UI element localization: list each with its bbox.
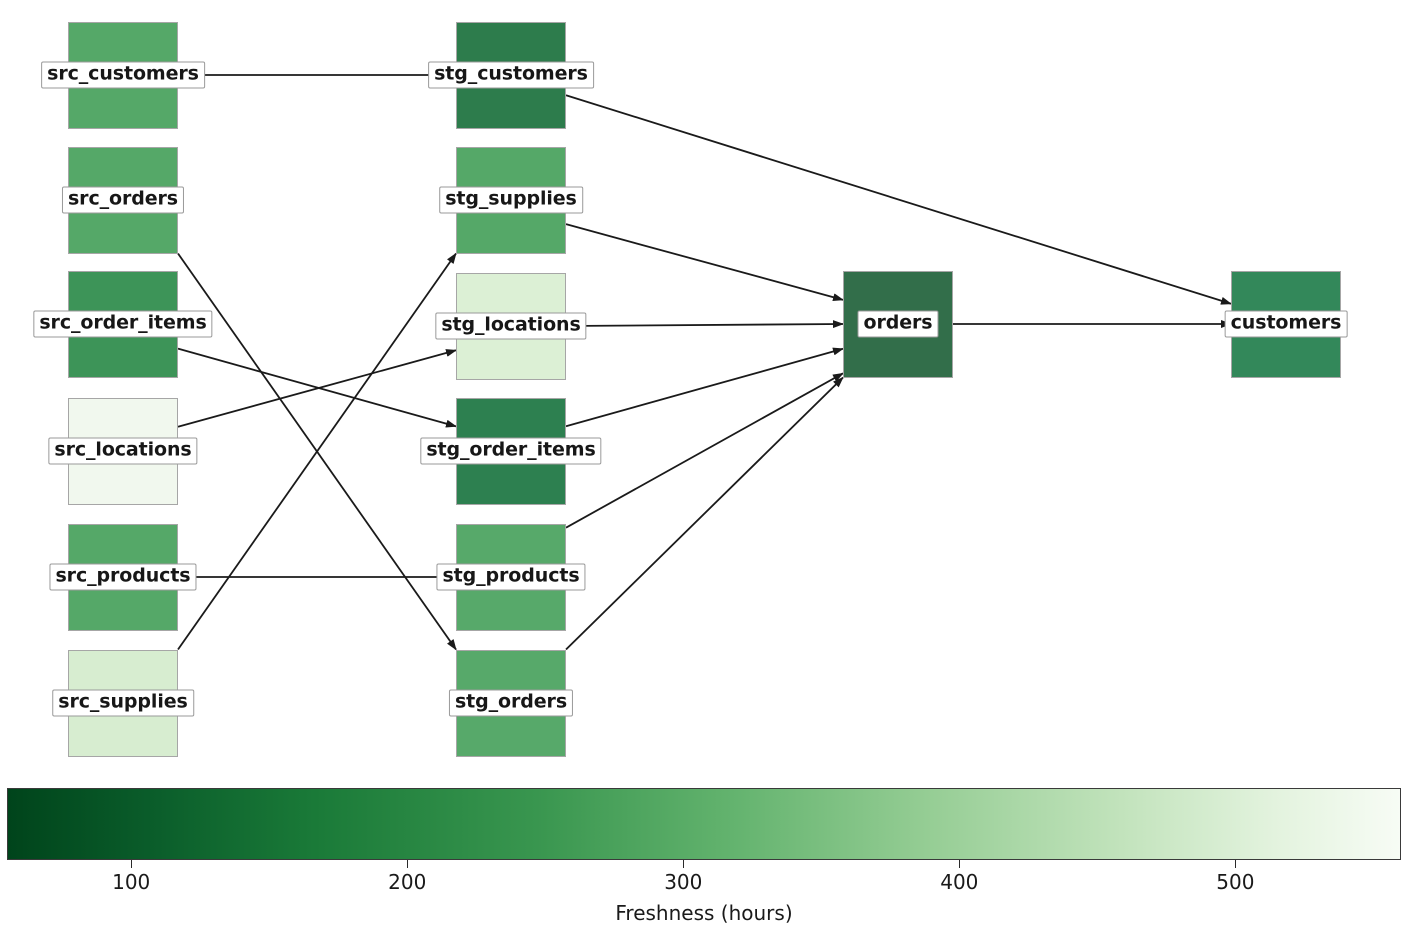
colorbar-tick-label: 400 — [940, 870, 979, 894]
edge-stg_supplies-to-orders — [565, 223, 844, 302]
node-label-orders[interactable]: orders — [857, 310, 939, 338]
node-label-stg_customers[interactable]: stg_customers — [428, 61, 594, 89]
edge-stg_order_items-to-orders — [565, 347, 844, 428]
node-label-stg_order_items[interactable]: stg_order_items — [420, 437, 602, 465]
node-label-src_orders[interactable]: src_orders — [61, 186, 185, 214]
node-label-stg_orders[interactable]: stg_orders — [448, 689, 574, 717]
colorbar-tick-mark — [683, 860, 685, 868]
node-label-src_customers[interactable]: src_customers — [41, 61, 205, 89]
colorbar-tick-label: 300 — [664, 870, 703, 894]
edge-stg_customers-to-customers — [565, 94, 1232, 305]
node-label-src_supplies[interactable]: src_supplies — [52, 689, 194, 717]
colorbar-tick-mark — [1235, 860, 1237, 868]
edge-stg_orders-to-orders — [565, 376, 844, 651]
node-label-stg_products[interactable]: stg_products — [436, 563, 586, 591]
colorbar-tick-label: 200 — [388, 870, 427, 894]
colorbar-tick-mark — [407, 860, 409, 868]
node-label-stg_supplies[interactable]: stg_supplies — [439, 186, 583, 214]
colorbar-gradient — [7, 788, 1401, 860]
colorbar-tick-mark — [959, 860, 961, 868]
node-label-src_order_items[interactable]: src_order_items — [33, 310, 213, 338]
edge-src_order_items-to-stg_order_items — [177, 347, 457, 428]
edge-stg_locations-to-orders — [565, 320, 844, 329]
node-label-src_locations[interactable]: src_locations — [48, 437, 198, 465]
colorbar-tick-label: 100 — [112, 870, 151, 894]
node-label-src_products[interactable]: src_products — [49, 563, 197, 591]
edge-stg_products-to-orders — [565, 372, 844, 529]
edge-src_locations-to-stg_locations — [177, 349, 457, 428]
edge-src_supplies-to-stg_supplies — [177, 252, 457, 651]
colorbar-tick-label: 500 — [1216, 870, 1255, 894]
colorbar-title: Freshness (hours) — [615, 901, 793, 925]
node-label-stg_locations[interactable]: stg_locations — [435, 312, 587, 340]
node-label-customers[interactable]: customers — [1224, 310, 1348, 338]
colorbar-tick-mark — [131, 860, 133, 868]
